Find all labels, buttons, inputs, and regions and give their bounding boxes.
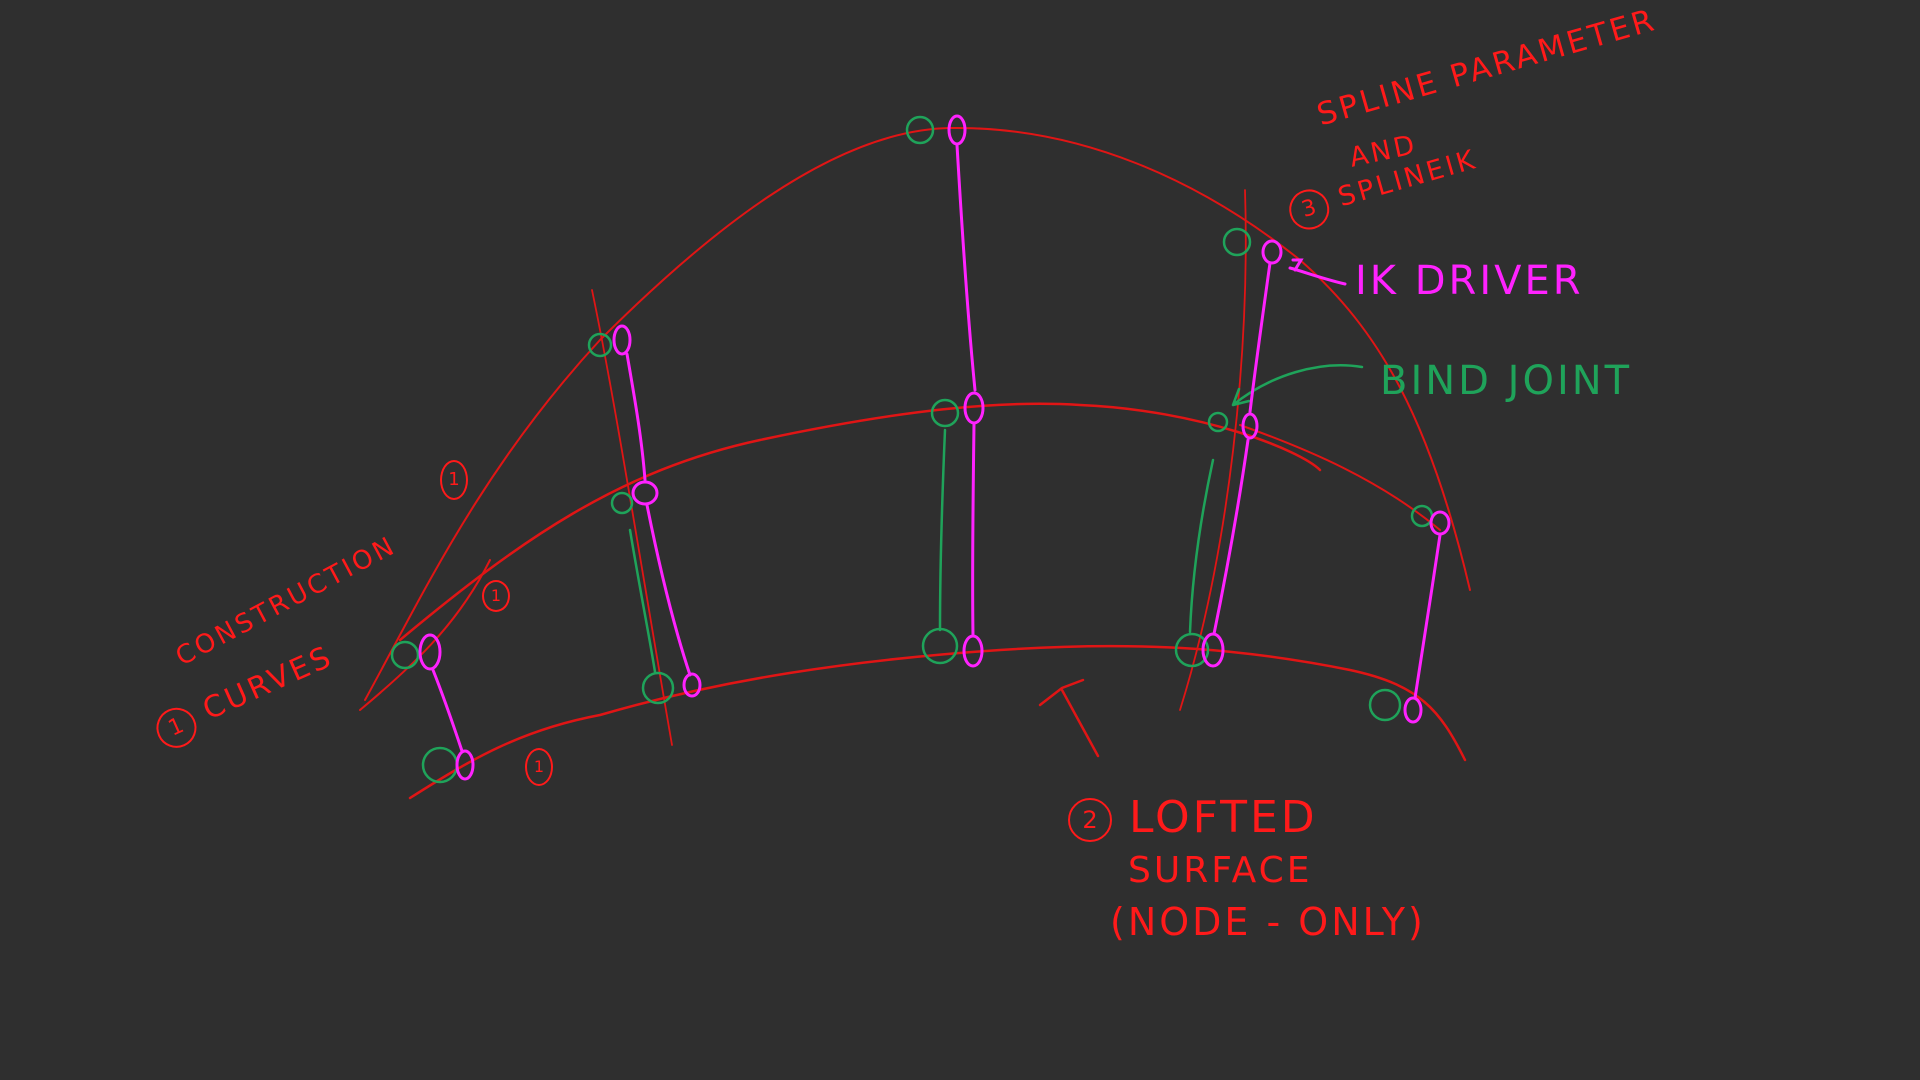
section-line-1 <box>591 289 673 746</box>
ik-driver-leader <box>1288 258 1347 286</box>
bind-joint-3 <box>1222 227 1252 257</box>
ik-joint-12 <box>1403 696 1423 724</box>
ik-joint-5 <box>1241 412 1259 440</box>
ik-driver-label: IK DRIVER <box>1355 258 1584 304</box>
bind-joint-4 <box>930 398 960 428</box>
bind-joint-1 <box>905 115 935 145</box>
bind-chain-center <box>938 428 947 632</box>
bind-joint-5 <box>1207 411 1229 433</box>
bind-joint-leader <box>1231 364 1364 407</box>
ik-joint-6 <box>631 480 659 506</box>
ik-joint-2 <box>612 324 632 356</box>
bind-joints <box>390 115 1434 784</box>
bind-joint-13 <box>421 746 459 784</box>
lofted-label: 2 LOFTED <box>1068 792 1318 843</box>
bind-joint-label: BIND JOINT <box>1380 358 1633 404</box>
construction-curve-middle <box>398 402 1322 642</box>
ik-chain-left-upper <box>625 352 647 482</box>
bind-joint-8 <box>390 640 420 670</box>
construction-curve-bottom <box>408 644 1467 800</box>
surface-label: SURFACE <box>1128 850 1313 891</box>
bind-joint-6 <box>610 491 634 515</box>
curve-marker-1: 1 <box>440 460 468 500</box>
bind-joint-2 <box>587 332 613 358</box>
ik-joint-9 <box>682 672 702 698</box>
lofted-arrow <box>1038 678 1100 758</box>
ik-chain-far-left <box>431 668 464 753</box>
curve-marker-3: 1 <box>525 748 553 786</box>
bind-joint-10 <box>921 627 959 665</box>
ik-chain-left-lower <box>645 503 692 677</box>
curve-marker-2: 1 <box>482 580 510 612</box>
ik-joint-3 <box>1261 239 1283 265</box>
bind-chain-left <box>628 528 657 674</box>
ik-chain-right-upper <box>1248 261 1272 414</box>
ik-joint-8 <box>418 633 442 671</box>
ik-joint-13 <box>455 749 475 781</box>
ik-joint-1 <box>947 114 967 146</box>
construction-curve-middle-right <box>1239 424 1441 531</box>
ik-chain-far-right <box>1413 533 1442 700</box>
section-line-2 <box>1179 189 1247 711</box>
bind-joint-9 <box>641 671 675 705</box>
ik-chain-right-lower <box>1212 438 1250 636</box>
ik-chain-center-upper <box>955 143 977 392</box>
ik-chain-center-lower <box>971 422 976 637</box>
bind-chain-right <box>1188 458 1215 634</box>
ik-driver-chains <box>418 114 1451 781</box>
bind-joint-12 <box>1368 688 1402 722</box>
bind-joint-11 <box>1174 632 1210 668</box>
node-only-label: (NODE - ONLY) <box>1110 900 1426 944</box>
